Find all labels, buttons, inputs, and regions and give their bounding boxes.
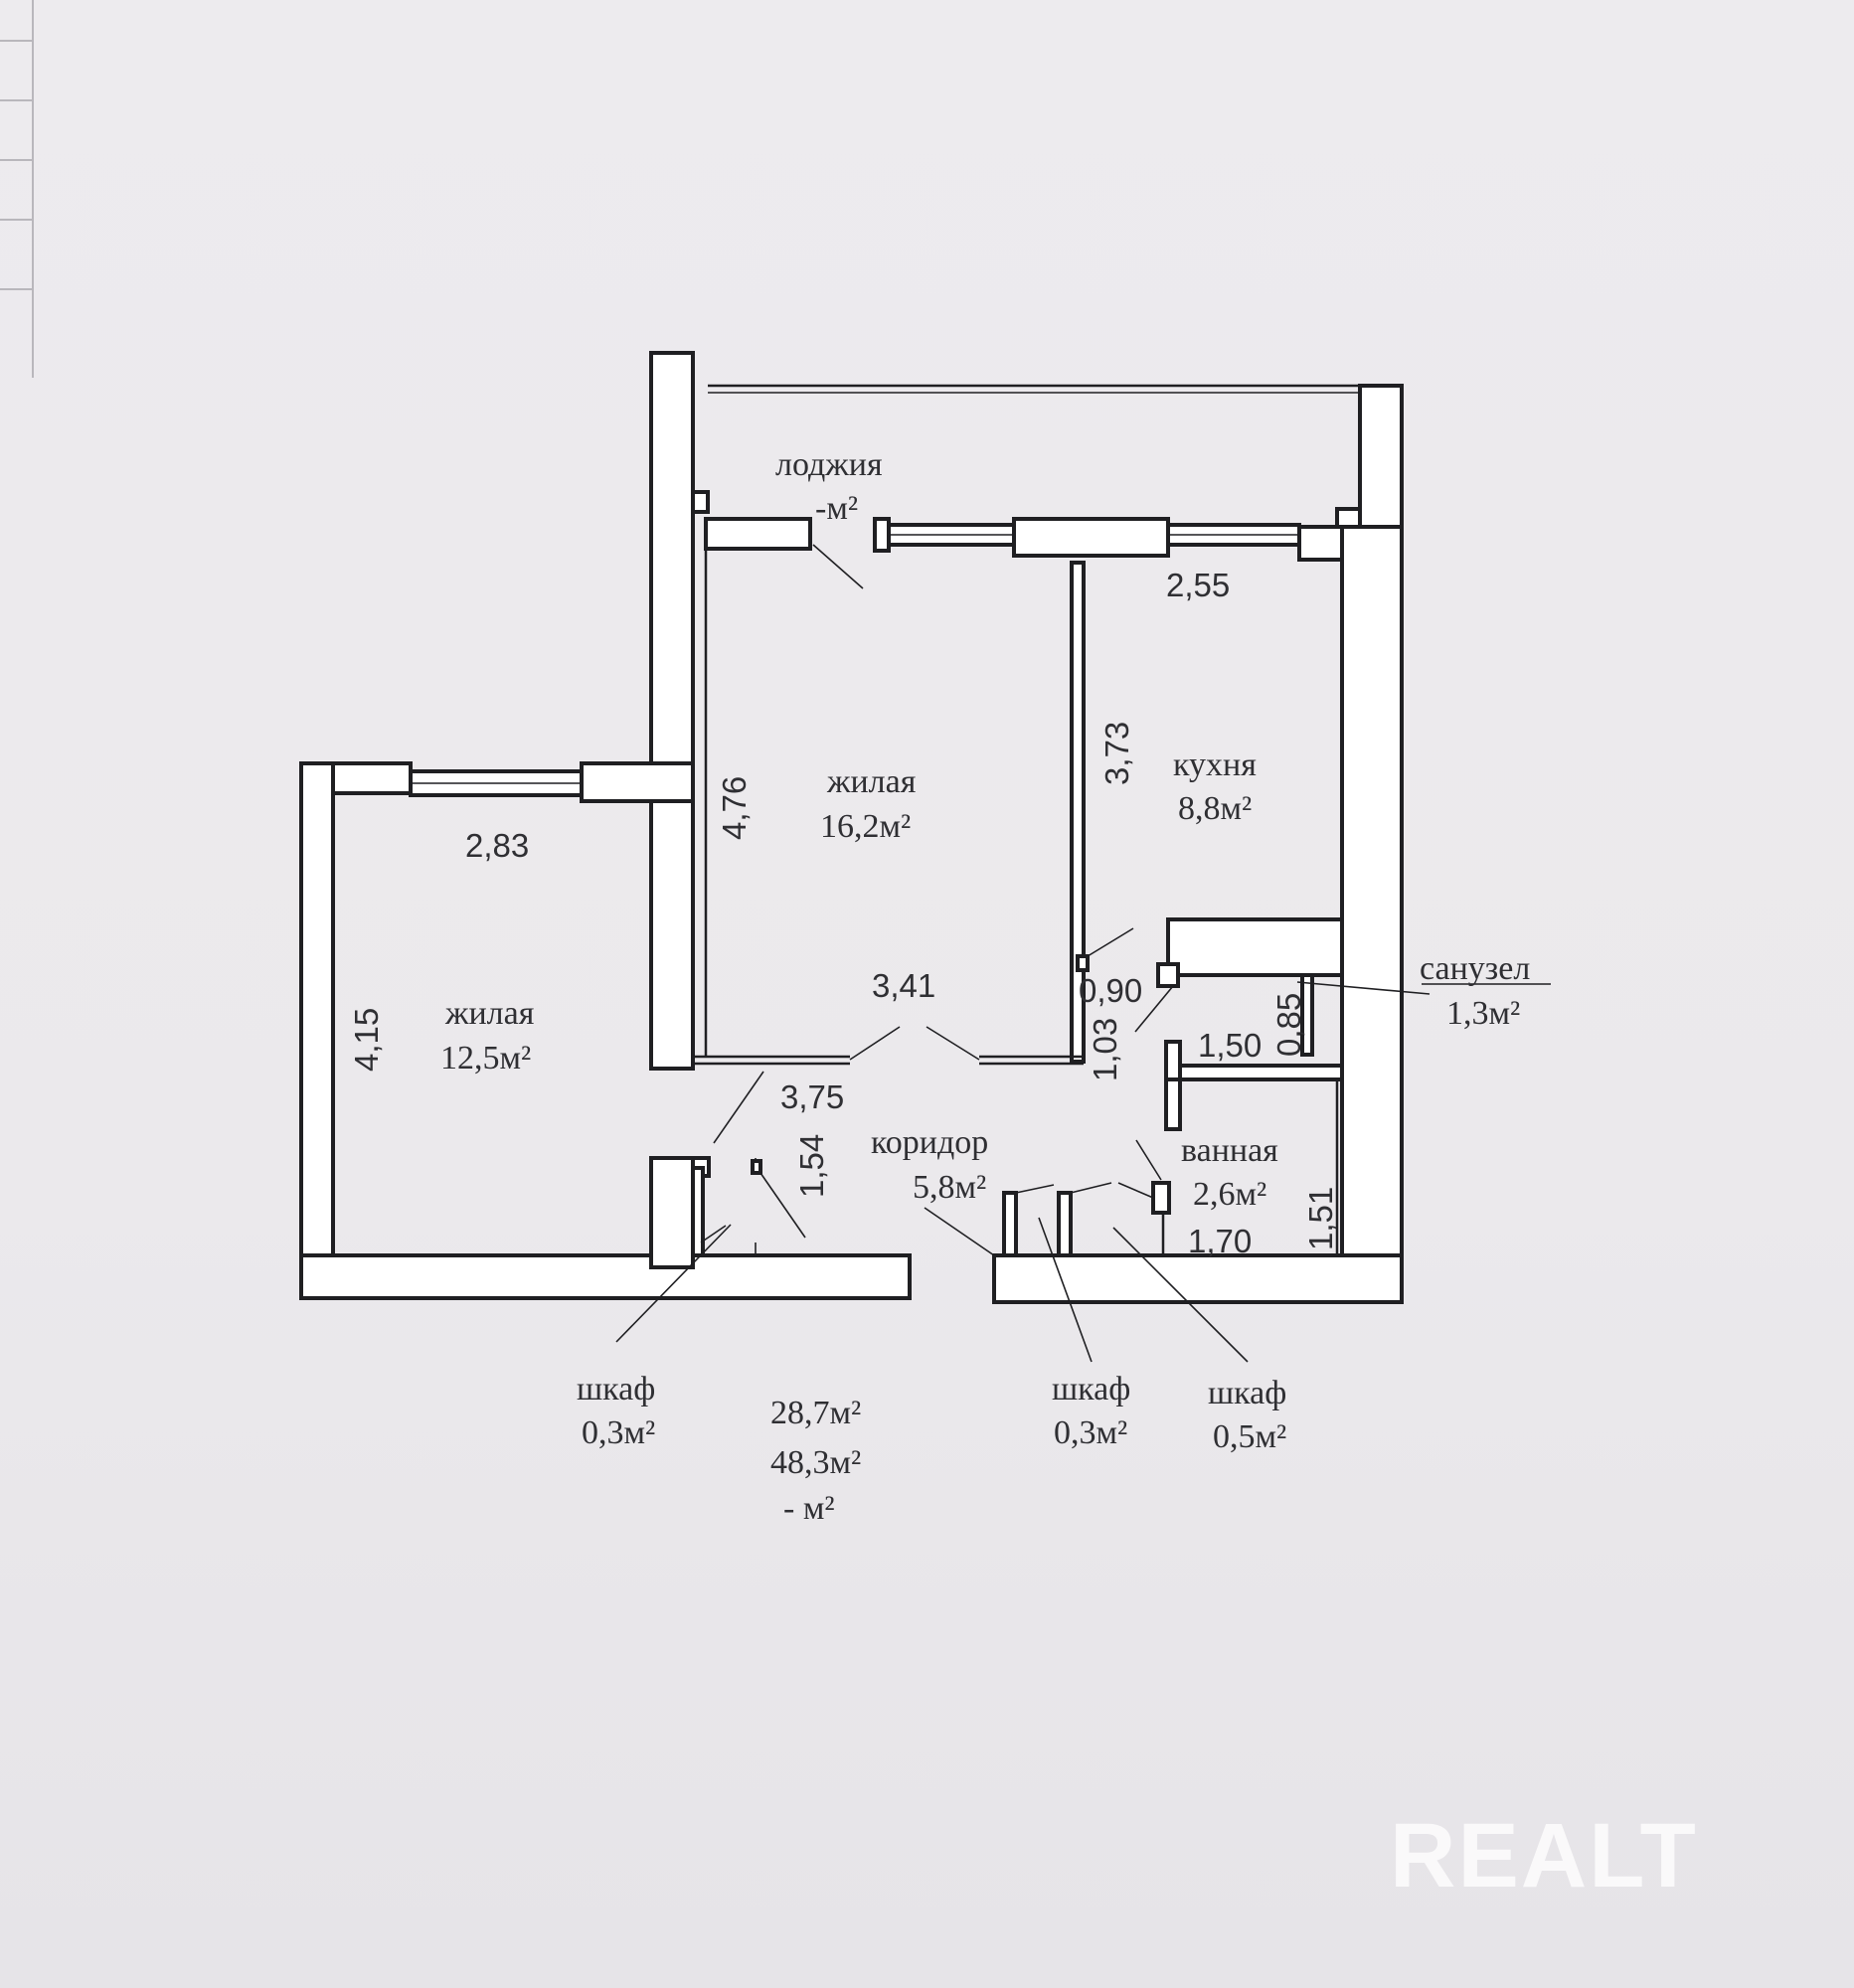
dim-kitchen-length: 3,73	[1098, 722, 1135, 785]
leader-corridor-width	[713, 1071, 764, 1144]
total-balcony-area: - м²	[783, 1490, 835, 1527]
label-corridor-name: коридор	[871, 1124, 988, 1161]
interior-partitions	[331, 549, 1344, 1257]
leader-closet-1	[615, 1224, 732, 1343]
wall-bottom-right	[992, 1253, 1404, 1304]
leader-closet-3	[1112, 1227, 1249, 1363]
label-living-small-name: жилая	[444, 995, 535, 1032]
bath-door-swing	[1135, 1139, 1162, 1181]
kitchen-door-swing	[1087, 927, 1134, 957]
dim-living-small-length: 4,15	[348, 1008, 385, 1072]
entry-door-swing	[924, 1207, 995, 1256]
label-closet-1-area: 0,3м²	[582, 1414, 655, 1451]
living-door-swing-left	[849, 1026, 901, 1061]
label-living-large-name: жилая	[826, 763, 917, 800]
label-closet-3-area: 0,5м²	[1213, 1418, 1286, 1455]
closet-2-left	[1002, 1191, 1018, 1257]
label-corridor-area: 5,8м²	[913, 1169, 986, 1206]
dim-corridor-length: 1,54	[793, 1134, 830, 1198]
label-closet-2-area: 0,3м²	[1054, 1414, 1127, 1451]
dim-living-large-length: 4,76	[716, 776, 753, 840]
total-area: 48,3м²	[770, 1444, 861, 1481]
dim-passage: 1,03	[1087, 1018, 1123, 1081]
dim-bathroom-width: 1,70	[1188, 1223, 1252, 1259]
label-kitchen-name: кухня	[1173, 746, 1257, 783]
leader-wc	[1296, 981, 1431, 995]
living-door-swing-right	[926, 1026, 980, 1061]
total-living-area: 28,7м²	[770, 1395, 861, 1431]
label-kitchen-area: 8,8м²	[1178, 790, 1252, 827]
outer-walls	[299, 351, 1404, 1304]
realt-watermark-logo: REALT	[1390, 1805, 1698, 1906]
label-loggia-name: лоджия	[775, 446, 883, 483]
dim-living-small-width: 2,83	[465, 827, 529, 864]
wall-corridor-closet-left	[649, 1156, 695, 1269]
leader-closet-2	[1038, 1217, 1093, 1363]
dim-living-large-width: 3,41	[872, 967, 935, 1004]
wc-right-partition	[1300, 973, 1314, 1057]
closet-1-inner-swing	[700, 1225, 727, 1243]
window-small-room	[409, 769, 584, 797]
bath-partition-stub-top	[1164, 1040, 1182, 1081]
loggia	[704, 384, 1360, 589]
label-wc-area: 1,3м²	[1446, 995, 1520, 1032]
wall-loggia-step-left	[691, 490, 710, 514]
page-edge	[0, 0, 34, 378]
label-living-small-area: 12,5м²	[440, 1040, 531, 1077]
wc-bath-partition	[1166, 1064, 1344, 1081]
closet-3-door-b	[1117, 1182, 1154, 1199]
area-totals: 28,7м² 48,3м² - м²	[770, 1395, 861, 1527]
dim-bathroom-length: 1,51	[1302, 1187, 1339, 1250]
label-living-large-area: 16,2м²	[820, 808, 911, 845]
bath-partition-stub-left	[1164, 1077, 1182, 1131]
label-wc-name: санузел	[1420, 950, 1530, 987]
label-loggia-area: -м²	[815, 490, 858, 527]
kitchen-door-jamb	[1076, 954, 1090, 972]
wall-loggia-segment-3	[1297, 525, 1344, 562]
closet-1-wall	[691, 1166, 705, 1257]
bath-door-jamb	[1151, 1181, 1171, 1215]
wall-loggia-segment-2	[1012, 517, 1170, 558]
leader-lines	[615, 981, 1551, 1363]
closet-1-jamb	[751, 1159, 762, 1175]
closet-3-left	[1057, 1191, 1073, 1257]
wall-small-room-left	[299, 761, 335, 1300]
room-labels: лоджия -м² жилая 16,2м² кухня 8,8м² жила…	[440, 446, 1530, 1455]
dim-wc-width: 1,50	[1198, 1027, 1262, 1064]
label-closet-2-name: шкаф	[1052, 1371, 1130, 1408]
dim-kitchen-width: 2,55	[1166, 567, 1230, 603]
dim-wc-length: 0,85	[1270, 993, 1307, 1057]
dim-corridor-width: 3,75	[780, 1078, 844, 1115]
closet-3-door	[1070, 1182, 1112, 1194]
label-bathroom-name: ванная	[1181, 1132, 1278, 1169]
closet-2-door	[1015, 1184, 1055, 1194]
closet-1-door-swing	[759, 1172, 806, 1239]
wc-upper-wall	[1166, 917, 1344, 977]
wall-small-room-top-right	[580, 761, 695, 803]
dim-kitchen-door: 0,90	[1079, 972, 1142, 1009]
label-closet-1-name: шкаф	[577, 1371, 655, 1408]
wall-bottom-left	[299, 1253, 912, 1300]
wall-right-outer	[1340, 525, 1404, 1304]
label-bathroom-area: 2,6м²	[1193, 1176, 1266, 1213]
label-closet-3-name: шкаф	[1208, 1375, 1286, 1411]
loggia-door-swing	[812, 544, 864, 589]
wc-door-swing	[1134, 985, 1174, 1033]
wall-loggia-step-right	[1335, 507, 1362, 529]
wall-center-left	[649, 351, 695, 1071]
dimension-labels: 2,55 3,73 4,76 3,41 2,83 4,15 3,75 1,54 …	[348, 567, 1339, 1259]
wall-loggia-segment-1	[704, 517, 812, 551]
wall-loggia-jamb	[873, 517, 891, 553]
wc-door-jamb	[1156, 962, 1180, 988]
partition-living-kitchen	[1070, 561, 1086, 1064]
